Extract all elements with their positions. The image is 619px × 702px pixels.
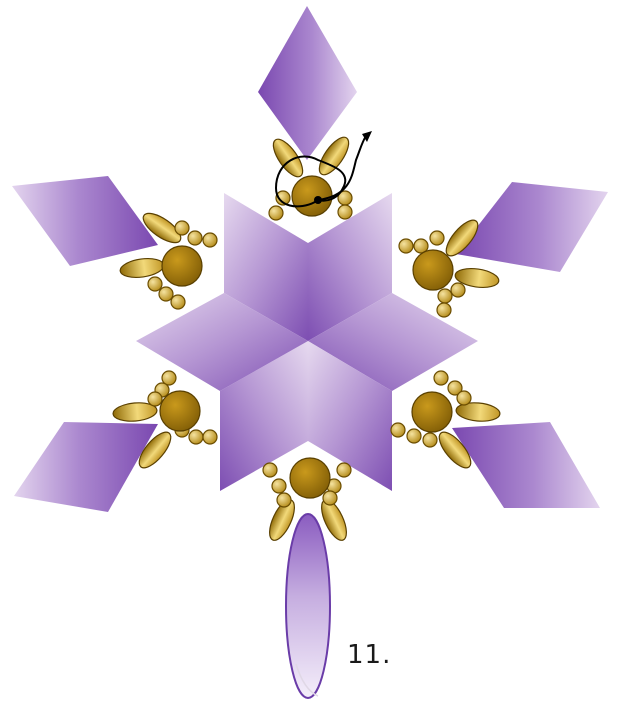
small-bead bbox=[203, 233, 217, 247]
round-bead bbox=[292, 176, 332, 216]
small-bead bbox=[438, 289, 452, 303]
round-bead bbox=[412, 392, 452, 432]
round-bead bbox=[162, 246, 202, 286]
round-bead bbox=[413, 250, 453, 290]
small-bead bbox=[457, 391, 471, 405]
small-bead bbox=[323, 491, 337, 505]
seed-bead bbox=[119, 256, 165, 280]
small-bead bbox=[269, 206, 283, 220]
small-bead bbox=[451, 283, 465, 297]
small-bead bbox=[407, 429, 421, 443]
small-bead bbox=[189, 430, 203, 444]
outer-diamond-upper-right bbox=[456, 182, 608, 272]
step-label: 11. bbox=[347, 640, 391, 670]
small-bead bbox=[338, 205, 352, 219]
small-bead bbox=[203, 430, 217, 444]
small-bead bbox=[391, 423, 405, 437]
small-bead bbox=[175, 221, 189, 235]
small-bead bbox=[263, 463, 277, 477]
small-bead bbox=[148, 392, 162, 406]
small-bead bbox=[437, 303, 451, 317]
small-bead bbox=[171, 295, 185, 309]
small-bead bbox=[272, 479, 286, 493]
small-bead bbox=[277, 493, 291, 507]
small-bead bbox=[159, 287, 173, 301]
small-bead bbox=[148, 277, 162, 291]
round-bead bbox=[160, 391, 200, 431]
outer-diamond-lower-left bbox=[14, 422, 158, 512]
small-bead bbox=[423, 433, 437, 447]
drop-bead bbox=[286, 514, 330, 698]
round-bead bbox=[290, 458, 330, 498]
outer-diamond-upper-left bbox=[12, 176, 158, 266]
small-bead bbox=[337, 463, 351, 477]
small-bead bbox=[399, 239, 413, 253]
small-bead bbox=[188, 231, 202, 245]
outer-diamond-lower-right bbox=[452, 422, 600, 508]
small-bead bbox=[434, 371, 448, 385]
small-bead bbox=[430, 231, 444, 245]
